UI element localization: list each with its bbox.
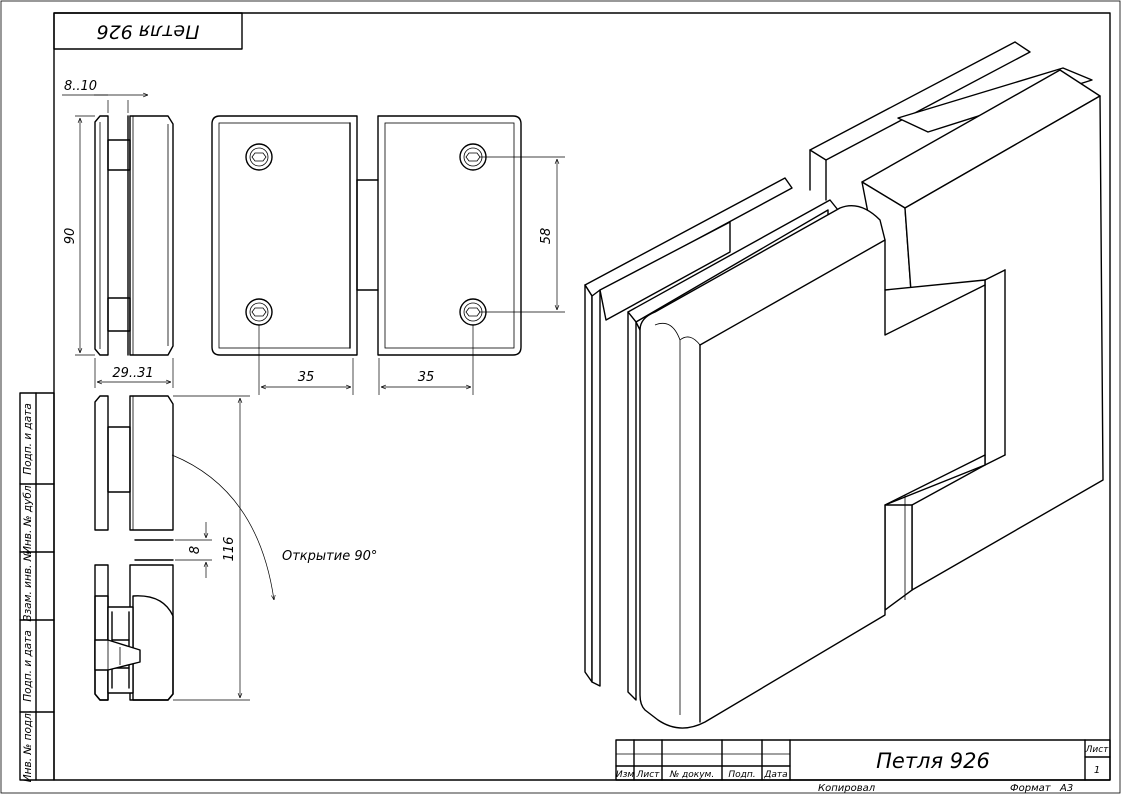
side-stamp-2: Инв. № дубл. (22, 482, 34, 554)
copied-label: Копировал (818, 783, 876, 794)
side-stamp-3: Взам. инв. № (22, 550, 34, 621)
dim-depth: 29..31 (112, 366, 153, 381)
side-stamp-5: Инв. № подл. (22, 710, 34, 782)
format-label: Формат (1010, 783, 1052, 794)
title-block: Изм Лист № докум. Подп. Дата Петля 926 Л… (615, 739, 1111, 794)
side-stamp-4: Подп. и дата (22, 630, 34, 702)
dim-height: 90 (63, 228, 78, 245)
hdr-podp: Подп. (728, 770, 755, 780)
mirrored-title-box: Петля 926 (53, 12, 243, 50)
sheet-number: 1 (1094, 765, 1100, 776)
side-view: 8..10 90 29..31 (62, 79, 174, 388)
dim-hole-vertical: 58 (539, 228, 554, 245)
hdr-list: Лист (636, 770, 661, 780)
hole-bl (245, 298, 273, 326)
dim-gap: 8 (188, 546, 203, 554)
dim-thickness: 8..10 (64, 79, 97, 94)
title-block-name: Петля 926 (876, 749, 990, 773)
hdr-izm: Изм (616, 770, 635, 780)
hdr-data: Дата (763, 770, 787, 780)
hole-tl (245, 143, 273, 171)
opening-note: Открытие 90° (282, 549, 377, 564)
dim-right-offset: 35 (418, 370, 435, 385)
hdr-doc: № докум. (669, 770, 714, 780)
sheet-label: Лист (1085, 745, 1110, 755)
side-stamp-1: Подп. и дата (22, 403, 34, 475)
side-stamp: Подп. и дата Инв. № дубл. Взам. инв. № П… (19, 392, 55, 782)
dim-section-height: 116 (222, 537, 237, 562)
mirrored-title: Петля 926 (97, 21, 200, 43)
dim-left-offset: 35 (298, 370, 315, 385)
isometric-view (584, 41, 1104, 729)
section-view: 116 8 Открытие 90° (94, 395, 377, 701)
front-view: 58 35 35 (211, 115, 565, 395)
format-value: А3 (1059, 783, 1073, 794)
